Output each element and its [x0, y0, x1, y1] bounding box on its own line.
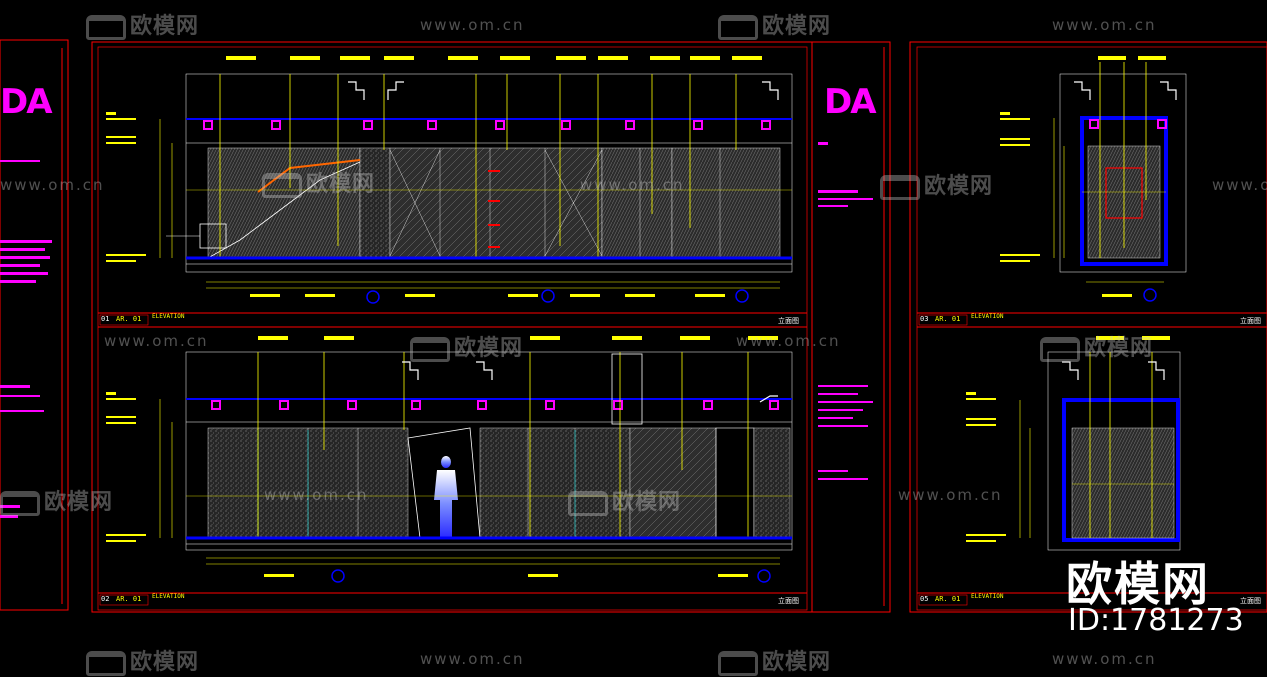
- sofa-icon: [568, 490, 608, 516]
- panel-02-number: 02: [101, 595, 110, 603]
- sofa-icon: [262, 172, 302, 198]
- watermark-brand: 欧模网: [0, 484, 113, 516]
- panel-03-label-cn: 立面图: [1240, 317, 1261, 325]
- panel-05-label: ELEVATION: [971, 593, 1004, 600]
- watermark-url: www.om.cn: [736, 332, 841, 350]
- panel-05-code: AR. 01: [935, 595, 961, 603]
- watermark-brand: 欧模网: [262, 166, 375, 198]
- watermark-url: www.om.cn: [0, 176, 105, 194]
- firm-logo-left: DA: [0, 82, 53, 122]
- elevation-01: [106, 56, 793, 304]
- watermark-brand: 欧模网: [880, 168, 993, 200]
- watermark-url: www.om.cn: [1052, 16, 1157, 34]
- panel-01-label-cn: 立面图: [778, 317, 799, 325]
- sofa-icon: [410, 336, 450, 362]
- right-sheet-frame: [909, 41, 1267, 613]
- panel-01-number: 01: [101, 315, 110, 323]
- panel-03-label: ELEVATION: [971, 313, 1004, 320]
- corner-id-watermark: ID:1781273: [1068, 603, 1244, 638]
- watermark-url: www.om.cn: [898, 486, 1003, 504]
- panel-05-number: 05: [920, 595, 929, 603]
- watermark-url: www.om.cn: [104, 332, 209, 350]
- watermark-url: www.om.cn: [1052, 650, 1157, 668]
- sofa-icon: [1040, 336, 1080, 362]
- watermark-url: www.om.cn: [420, 650, 525, 668]
- watermark-url: www.om.cn: [264, 486, 369, 504]
- firm-logo-middle: DA: [824, 82, 877, 122]
- watermark-brand: 欧模网: [718, 644, 831, 676]
- elevation-05: [966, 336, 1181, 551]
- watermark-brand: 欧模网: [1040, 330, 1153, 362]
- watermark-brand: 欧模网: [718, 8, 831, 40]
- sofa-icon: [86, 14, 126, 40]
- sofa-icon: [880, 174, 920, 200]
- watermark-url: www.om.cn: [580, 176, 685, 194]
- panel-02-code: AR. 01: [116, 595, 142, 603]
- corner-brand-watermark: 欧模网: [1066, 557, 1210, 611]
- sofa-icon: [718, 650, 758, 676]
- panel-03-number: 03: [920, 315, 929, 323]
- panel-01-label: ELEVATION: [152, 313, 185, 320]
- watermark-brand: 欧模网: [86, 8, 199, 40]
- human-figure: [434, 456, 458, 538]
- left-sheet-frame: [0, 39, 69, 611]
- panel-03-code: AR. 01: [935, 315, 961, 323]
- panel-05-label-cn: 立面图: [1240, 597, 1261, 605]
- watermark-url: www.om.cn: [420, 16, 525, 34]
- middle-title-strip: [811, 41, 891, 613]
- sofa-icon: [86, 650, 126, 676]
- elevation-02: [106, 336, 793, 583]
- panel-02-label: ELEVATION: [152, 593, 185, 600]
- watermark-brand: 欧模网: [568, 484, 681, 516]
- sofa-icon: [718, 14, 758, 40]
- panel-01-code: AR. 01: [116, 315, 142, 323]
- watermark-url: www.om.cn: [1212, 176, 1267, 194]
- sofa-icon: [0, 490, 40, 516]
- watermark-brand: 欧模网: [86, 644, 199, 676]
- watermark-brand: 欧模网: [410, 330, 523, 362]
- panel-02-label-cn: 立面图: [778, 597, 799, 605]
- elevation-03: [1000, 56, 1187, 302]
- panel-title-bars: [99, 314, 968, 606]
